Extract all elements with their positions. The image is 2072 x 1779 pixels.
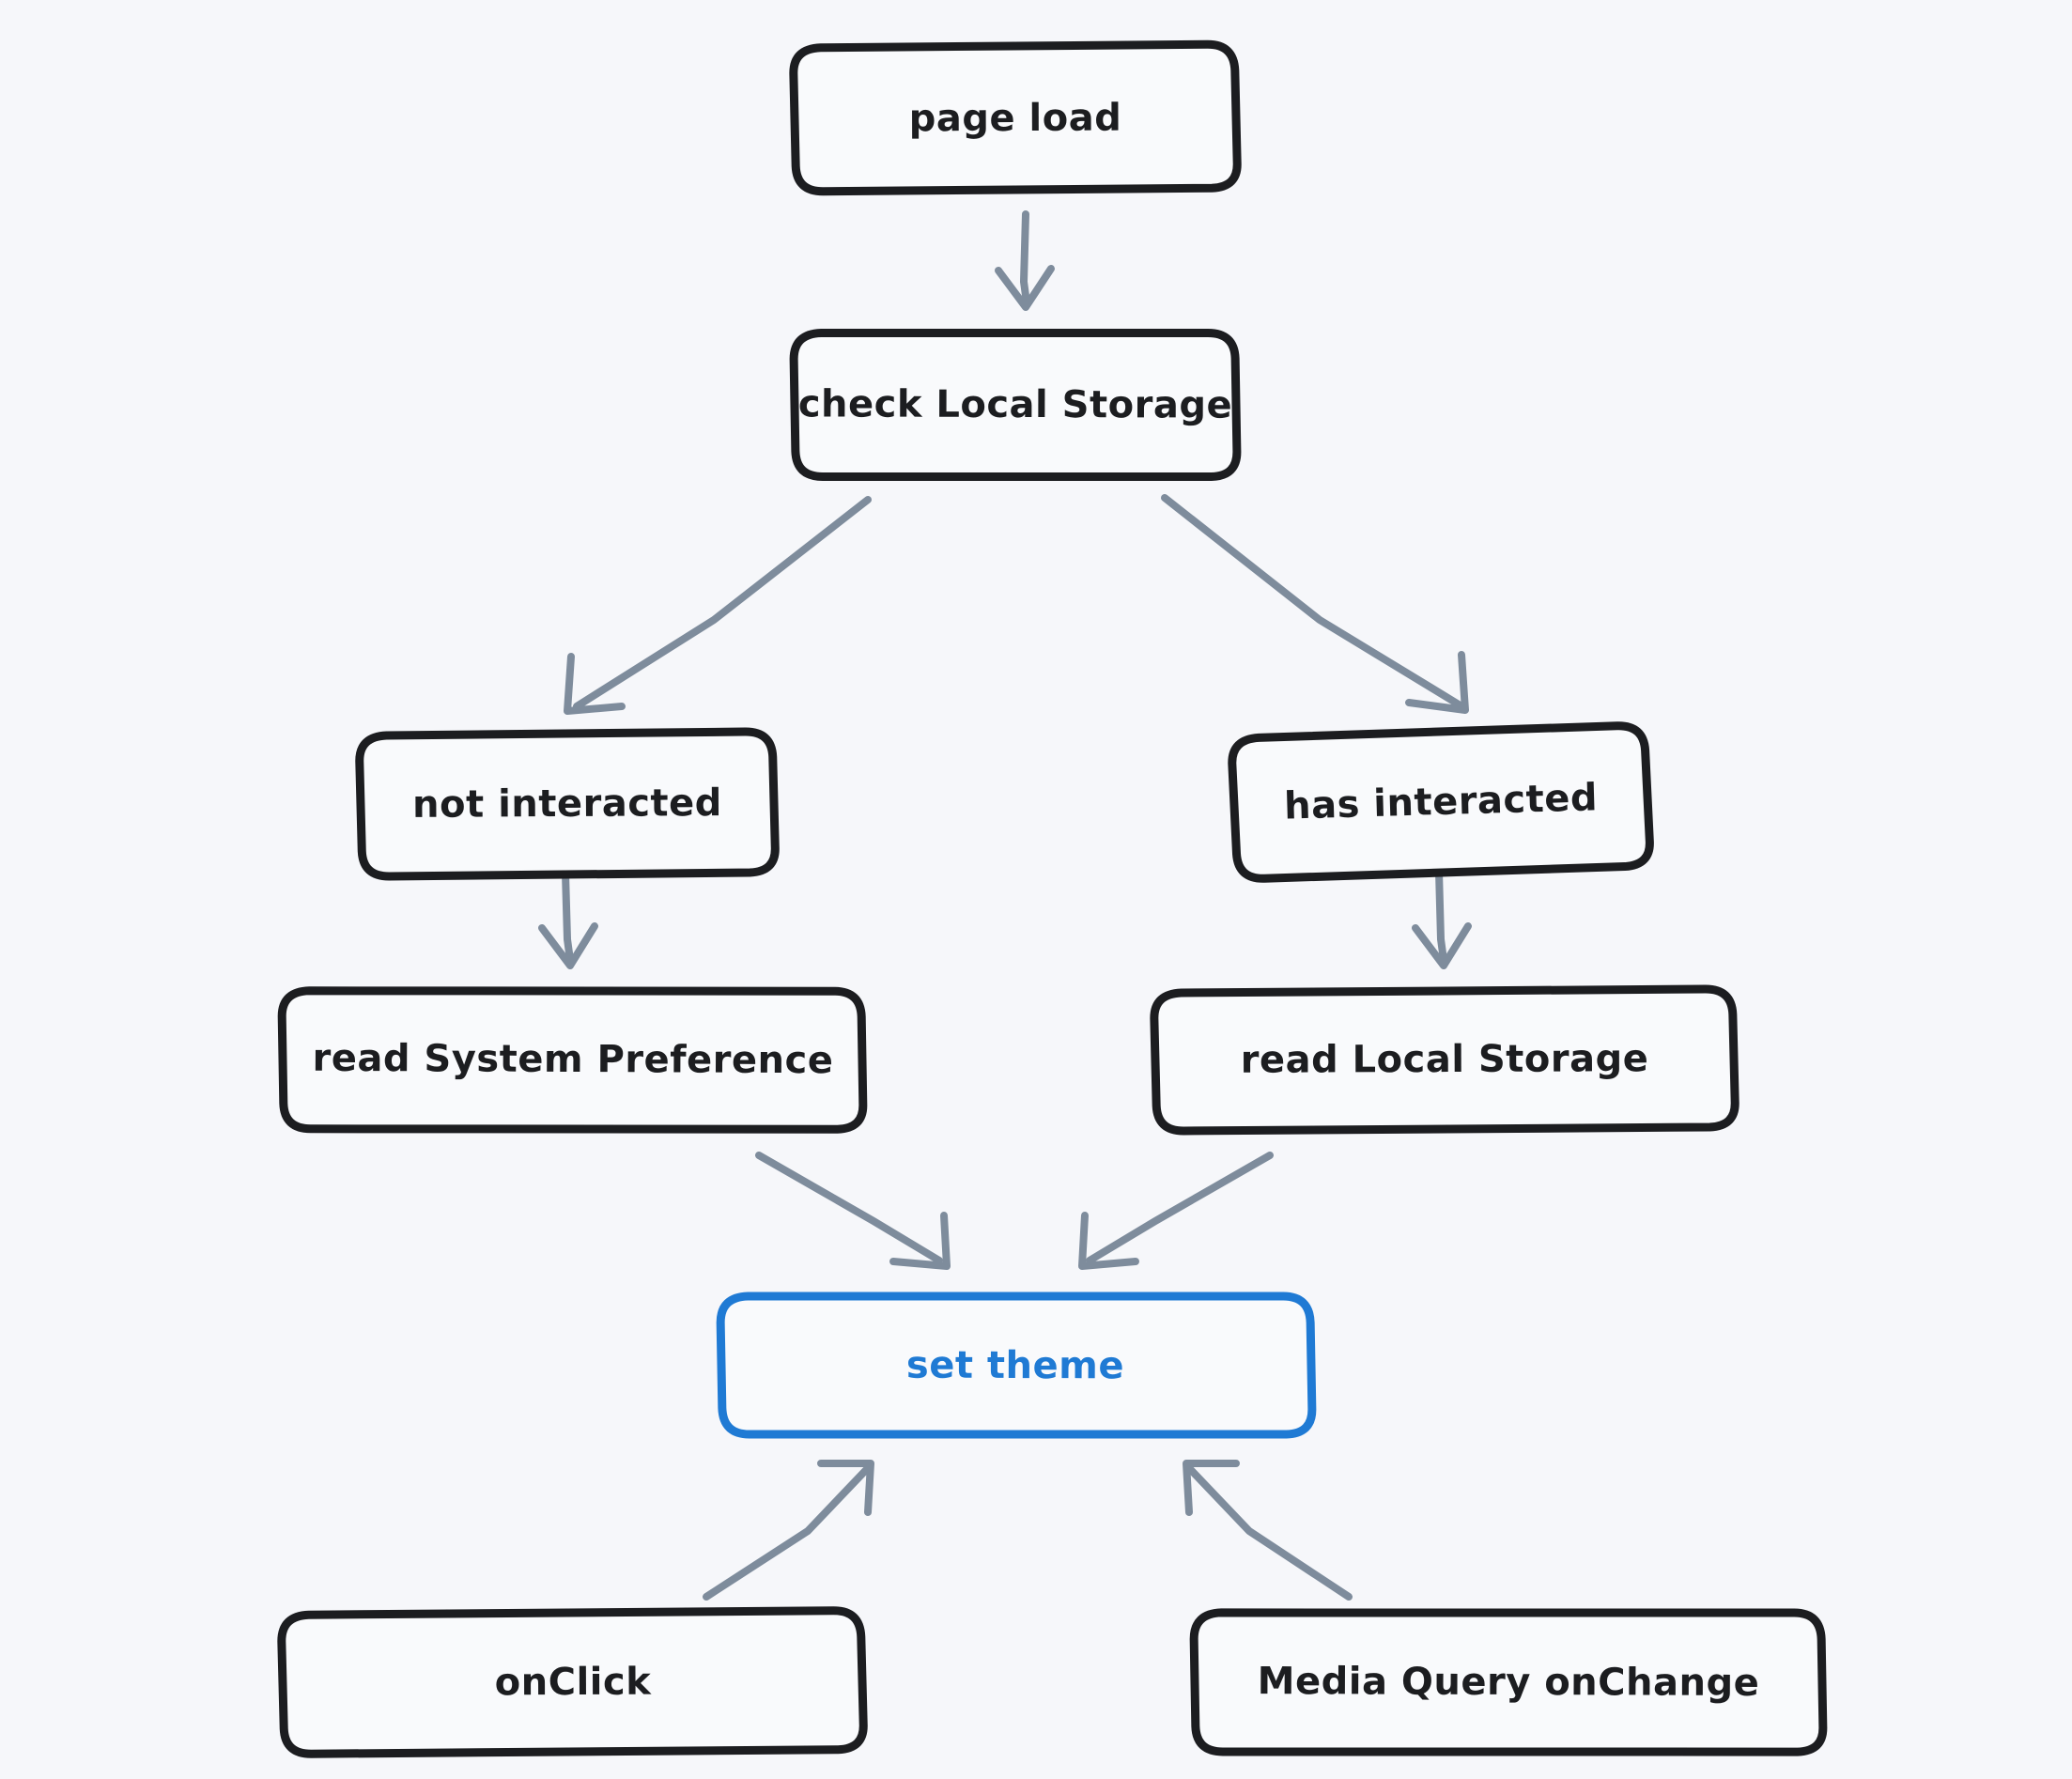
node-set-theme[interactable]: set theme xyxy=(716,1292,1317,1439)
node-not-interacted[interactable]: not interacted xyxy=(355,727,780,881)
node-onclick[interactable]: onClick xyxy=(277,1606,868,1758)
edge-check-local-storage-to-not-interacted xyxy=(564,496,872,715)
node-media-query-label: Media Query onChange xyxy=(1258,1660,1760,1705)
edge-has-interacted-to-read-local-storage xyxy=(1412,868,1472,969)
node-check-local-storage[interactable]: check Local Storage xyxy=(789,328,1242,482)
edge-page-load-to-check-local-storage xyxy=(995,210,1055,311)
node-read-local-storage-label: read Local Storage xyxy=(1241,1037,1649,1082)
node-has-interacted-label: has interacted xyxy=(1284,776,1599,828)
node-read-system-pref[interactable]: read System Preference xyxy=(277,986,868,1134)
node-page-load-label: page load xyxy=(909,97,1122,141)
node-set-theme-label: set theme xyxy=(906,1344,1124,1388)
node-read-system-pref-label: read System Preference xyxy=(312,1037,833,1082)
edge-media-query-to-set-theme xyxy=(1183,1460,1353,1601)
node-has-interacted[interactable]: has interacted xyxy=(1228,721,1654,883)
node-onclick-label: onClick xyxy=(495,1661,653,1705)
edge-read-local-storage-to-set-theme xyxy=(1078,1152,1274,1270)
edge-layer xyxy=(538,210,1472,1601)
node-check-local-storage-label: check Local Storage xyxy=(798,382,1232,426)
edge-check-local-storage-to-has-interacted xyxy=(1161,494,1469,714)
node-media-query[interactable]: Media Query onChange xyxy=(1189,1608,1828,1756)
edge-read-system-pref-to-set-theme xyxy=(755,1152,951,1270)
node-page-load[interactable]: page load xyxy=(789,39,1242,196)
edge-onclick-to-set-theme xyxy=(703,1460,874,1601)
node-not-interacted-label: not interacted xyxy=(412,781,722,827)
node-read-local-storage[interactable]: read Local Storage xyxy=(1150,984,1740,1136)
edge-not-interacted-to-read-system-pref xyxy=(538,870,598,969)
